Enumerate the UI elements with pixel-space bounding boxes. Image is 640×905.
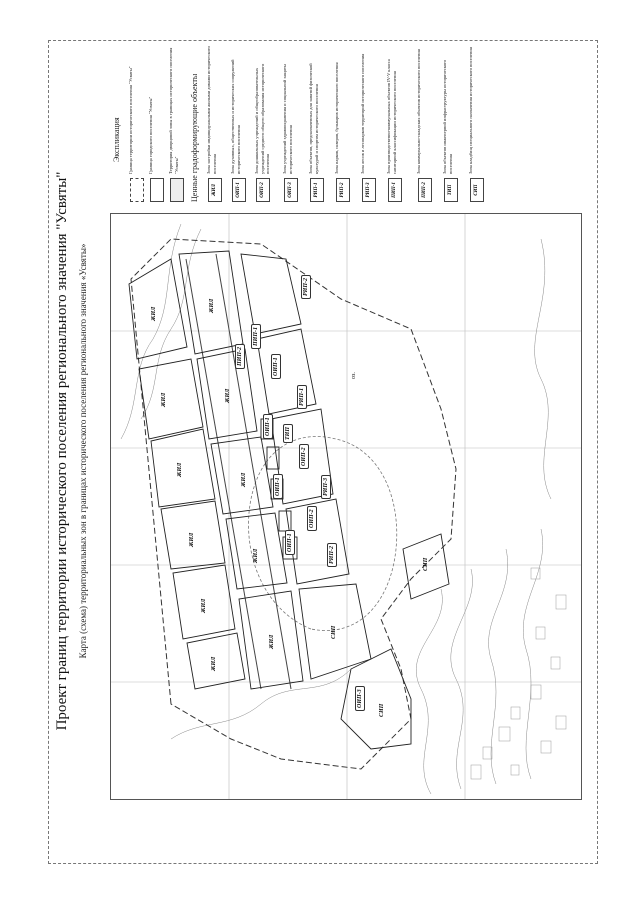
zone-label-pip2[interactable]: ПИП-2 (235, 344, 245, 369)
zone-label-zhil[interactable]: ЖИЛ (189, 532, 195, 547)
zone-label-sip[interactable]: СИП (379, 703, 385, 717)
historic-settlement-boundary (130, 238, 457, 770)
zone-label-zhil[interactable]: ЖИЛ (209, 298, 215, 313)
lake-outline (248, 436, 398, 631)
legend-zone-item: РИП-2 Зона парков, скверов, бульваров ис… (334, 44, 352, 202)
zone-polygons (128, 250, 450, 750)
page-subtitle: Карта (схема) территориальных зон в гран… (78, 243, 88, 659)
map-sheet: Проект границ территории исторического п… (48, 40, 600, 866)
zone-label-rip3[interactable]: РИП-3 (321, 475, 331, 499)
lake-label: оз. (351, 372, 357, 379)
zone-label-sip[interactable]: СИП (331, 625, 337, 639)
legend-zone-item: ОИП-3 Зона учреждений здравоохранения и … (282, 44, 300, 202)
legend-zone-item: ЖИЛ Зона застройки индивидуальными жилым… (206, 44, 224, 202)
zone-label-rip2[interactable]: РИП-2 (301, 275, 311, 299)
legend-zone-item: ОИП-2 Зона дошкольных учреждений и общео… (254, 44, 272, 202)
legend-zone-item: ОИП-1 Зона духовных, общественных и исто… (230, 44, 248, 202)
legend-boundary-item: Территория дворцовой зоны в границах ист… (168, 44, 186, 202)
legend-boundary-item: Граница городского поселения "Усвяты" (148, 44, 166, 202)
legend-zone-item: ПИП-2 Зона коммунально-складских объекто… (416, 44, 434, 202)
map-drawing (111, 214, 581, 799)
zone-label-zhil[interactable]: ЖИЛ (201, 598, 207, 613)
legend-zone-item: РИП-3 Зона лесов и лесопарков территорий… (360, 44, 378, 202)
zone-label-rip1[interactable]: РИП-1 (297, 385, 307, 409)
zone-label-oip2[interactable]: ОИП-2 (299, 444, 309, 469)
zoning-map[interactable]: ЖИЛ ЖИЛ ЖИЛ ЖИЛ ЖИЛ ЖИЛ ЖИЛ ЖИЛ ЖИЛ ЖИЛ … (110, 213, 582, 800)
solid-boundary-icon (150, 178, 164, 202)
zone-label-oip1[interactable]: ОИП-1 (273, 474, 283, 499)
legend-title: Экспликация (112, 117, 121, 162)
zone-label-zhil[interactable]: ЖИЛ (161, 392, 167, 407)
zone-label-pip1[interactable]: ПИП-1 (251, 324, 261, 349)
legend-panel: Экспликация Граница территории историчес… (112, 44, 578, 202)
rotated-content: Проект границ территории исторического п… (48, 40, 596, 862)
zone-label-rip2[interactable]: РИП-2 (327, 543, 337, 567)
legend-zone-item: ТИП Зона объектов инженерной инфраструкт… (442, 44, 460, 202)
shaded-area-icon (170, 178, 184, 202)
legend-zone-item: ПИП-1 Зона производственно-коммунальных … (386, 44, 404, 202)
legend-zone-item: СИП Зона кладбищ специального назначения… (468, 44, 486, 202)
dashed-boundary-icon (130, 178, 144, 202)
page-title: Проект границ территории исторического п… (54, 171, 70, 731)
zone-label-zhil[interactable]: ЖИЛ (225, 388, 231, 403)
zone-label-oip1[interactable]: ОИП-1 (271, 354, 281, 379)
zone-label-zhil[interactable]: ЖИЛ (269, 634, 275, 649)
zone-label-zhil[interactable]: ЖИЛ (177, 462, 183, 477)
zone-label-oip1[interactable]: ОИП-1 (285, 530, 295, 555)
zone-label-zhil[interactable]: ЖИЛ (211, 656, 217, 671)
settlement-texture (470, 567, 567, 780)
zone-label-sip[interactable]: СИП (423, 557, 429, 571)
zone-label-zhil[interactable]: ЖИЛ (253, 548, 259, 563)
sheet-frame (48, 40, 598, 864)
zone-label-zhil[interactable]: ЖИЛ (151, 306, 157, 321)
legend-section-title: Ценные градоформирующие объекты (190, 73, 199, 202)
legend-zone-item: РИП-1 Зона объектов, предназначенных для… (308, 44, 326, 202)
terrain-contours (120, 223, 552, 795)
zone-label-oip1[interactable]: ОИП-1 (263, 414, 273, 439)
legend-boundary-item: Граница территории исторического поселен… (128, 44, 146, 202)
zone-label-zhil[interactable]: ЖИЛ (241, 472, 247, 487)
map-grid (111, 214, 581, 799)
zone-label-oip2[interactable]: ОИП-2 (307, 506, 317, 531)
zone-label-tip[interactable]: ТИП (283, 424, 293, 443)
zone-label-oip3[interactable]: ОИП-3 (355, 686, 365, 711)
